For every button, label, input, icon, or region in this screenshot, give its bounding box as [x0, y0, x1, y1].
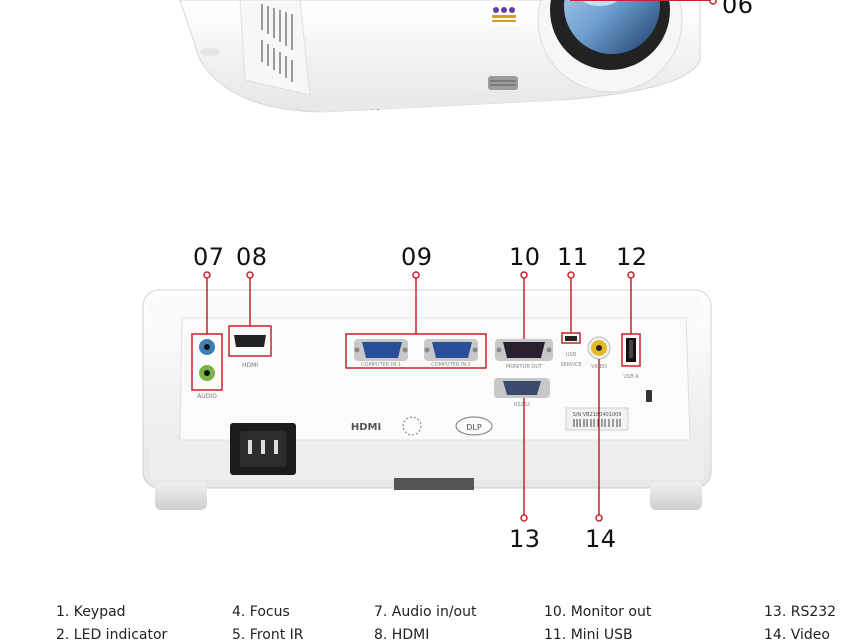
- top-projector-body: [179, 0, 701, 113]
- usb-a-label: USB A: [623, 374, 639, 380]
- legend-item: 13. RS232: [764, 604, 837, 620]
- service-label: SERVICE: [560, 362, 581, 368]
- computer-in-2-label: COMPUTER IN 2: [431, 362, 471, 368]
- rs232-label: RS232: [514, 402, 530, 408]
- serial-number: S/N VB2180401009: [573, 412, 622, 418]
- rear-projector-body: [142, 289, 712, 510]
- top-vent: [261, 4, 293, 82]
- legend-item: 4. Focus: [232, 604, 290, 620]
- rs232-port: RS232: [494, 378, 550, 408]
- audio-label: AUDIO: [197, 393, 217, 400]
- kensington-lock: [646, 390, 652, 402]
- callout-11: 11: [557, 243, 589, 271]
- legend-item: 8. HDMI: [374, 627, 430, 643]
- callout-14: 14: [585, 525, 617, 553]
- callout-lines: [203, 271, 635, 522]
- left-foot: [155, 482, 207, 510]
- callout-12: 12: [616, 243, 648, 271]
- parts-legend: 1. Keypad 2. LED indicator 4. Focus 5. F…: [0, 600, 860, 644]
- callout-06: 06: [722, 0, 754, 19]
- callout-09: 09: [401, 243, 433, 271]
- right-foot: [650, 482, 702, 510]
- legend-item: 1. Keypad: [56, 604, 126, 620]
- callout-13: 13: [509, 525, 541, 553]
- callout-dot-06: [709, 0, 717, 5]
- rear-logos: HDMI DLP S/N VB2180401009: [351, 407, 629, 436]
- hdmi-label: HDMI: [242, 362, 258, 369]
- projector-diagram: AUDIO HDMI COMPUTER IN 1 COMPUTER IN 2 M…: [142, 0, 717, 522]
- monitor-out-port: MONITOR OUT: [495, 339, 553, 370]
- legend-item: 14. Video: [764, 627, 830, 643]
- callout-10: 10: [509, 243, 541, 271]
- brand-logo: [490, 4, 520, 26]
- usb-a-port: USB A: [621, 333, 652, 402]
- legend-item: 10. Monitor out: [544, 604, 652, 620]
- lens: [537, 0, 683, 93]
- legend-item: 11. Mini USB: [544, 627, 633, 643]
- callout-07: 07: [193, 243, 225, 271]
- legend-item: 5. Front IR: [232, 627, 304, 643]
- computer-in-1-label: COMPUTER IN 1: [361, 362, 401, 368]
- hdmi-logo: HDMI: [351, 422, 381, 433]
- legend-item: 2. LED indicator: [56, 627, 168, 643]
- power-socket: [230, 423, 296, 475]
- adjuster-foot: [488, 76, 518, 90]
- dlp-logo: DLP: [466, 423, 482, 432]
- usb-label: USB: [566, 352, 577, 358]
- hdmi-port: HDMI: [228, 325, 272, 369]
- callout-08: 08: [236, 243, 268, 271]
- monitor-out-label: MONITOR OUT: [506, 364, 543, 370]
- legend-item: 7. Audio in/out: [374, 604, 477, 620]
